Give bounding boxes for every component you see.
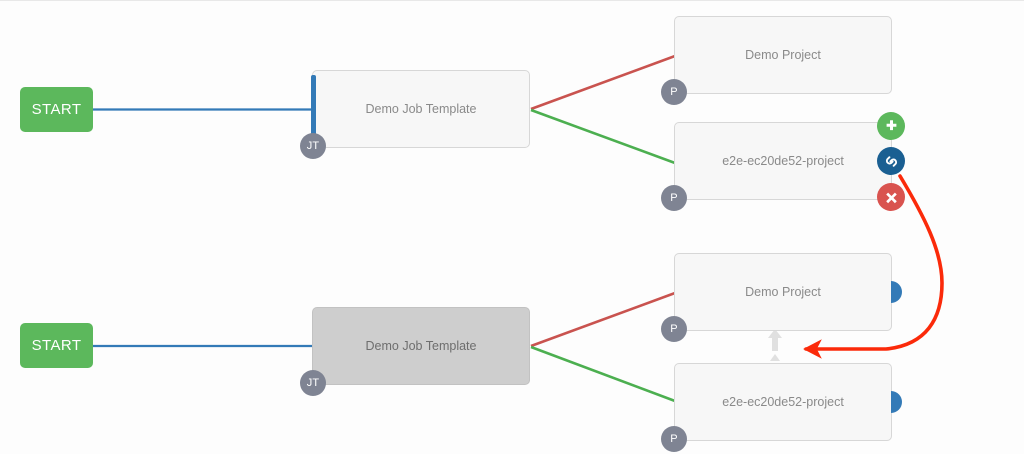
type-badge-label: P bbox=[670, 192, 678, 204]
active-indicator-bar bbox=[311, 75, 316, 143]
start-node-top[interactable]: START bbox=[20, 87, 93, 132]
edge-jobtemplate-to-demoproject-bottom bbox=[530, 291, 676, 348]
project-node-demo-project-bottom[interactable]: Demo Project bbox=[674, 253, 892, 331]
project-node-label: e2e-ec20de52-project bbox=[722, 153, 844, 168]
edge-jobtemplate-to-e2eproject-top bbox=[530, 108, 676, 165]
start-node-bottom[interactable]: START bbox=[20, 323, 93, 368]
link-action-button[interactable] bbox=[877, 147, 905, 175]
vertical-link-arrow[interactable] bbox=[762, 321, 788, 367]
link-arrow-upper-head bbox=[768, 329, 782, 351]
job-template-node-top[interactable]: Demo Job Template bbox=[311, 70, 530, 148]
start-node-label: START bbox=[31, 337, 82, 354]
project-node-e2e-project-bottom[interactable]: e2e-ec20de52-project bbox=[674, 363, 892, 441]
type-badge-label: P bbox=[670, 433, 678, 445]
plus-icon bbox=[886, 119, 896, 130]
link-icon bbox=[885, 155, 897, 167]
job-template-node-label: Demo Job Template bbox=[365, 101, 477, 116]
job-template-node-bottom[interactable]: Demo Job Template bbox=[312, 307, 530, 385]
type-badge-label: P bbox=[670, 86, 678, 98]
start-node-label: START bbox=[31, 101, 82, 118]
edge-jobtemplate-to-demoproject-top bbox=[530, 54, 676, 111]
type-badge-job-template-bottom[interactable]: JT bbox=[300, 370, 326, 396]
project-node-label: e2e-ec20de52-project bbox=[722, 394, 844, 409]
project-node-label: Demo Project bbox=[745, 284, 821, 299]
link-arrow-lower-head bbox=[770, 354, 780, 361]
type-badge-label: P bbox=[670, 323, 678, 335]
project-node-e2e-project-top[interactable]: e2e-ec20de52-project bbox=[674, 122, 892, 200]
project-node-label: Demo Project bbox=[745, 47, 821, 62]
type-badge-project-demo-top[interactable]: P bbox=[661, 79, 687, 105]
type-badge-label: JT bbox=[306, 377, 320, 389]
edge-jobtemplate-to-e2eproject-bottom bbox=[530, 345, 676, 403]
delete-node-button[interactable] bbox=[877, 183, 905, 211]
project-node-demo-project-top[interactable]: Demo Project bbox=[674, 16, 892, 94]
type-badge-project-e2e-bottom[interactable]: P bbox=[661, 426, 687, 452]
type-badge-project-e2e-top[interactable]: P bbox=[661, 185, 687, 211]
node-output-port[interactable] bbox=[891, 391, 902, 413]
add-node-button[interactable] bbox=[877, 112, 905, 140]
close-icon bbox=[885, 192, 897, 203]
type-badge-job-template[interactable]: JT bbox=[300, 133, 326, 159]
type-badge-project-demo-bottom[interactable]: P bbox=[661, 316, 687, 342]
job-template-node-label: Demo Job Template bbox=[365, 338, 477, 353]
type-badge-label: JT bbox=[306, 140, 320, 152]
